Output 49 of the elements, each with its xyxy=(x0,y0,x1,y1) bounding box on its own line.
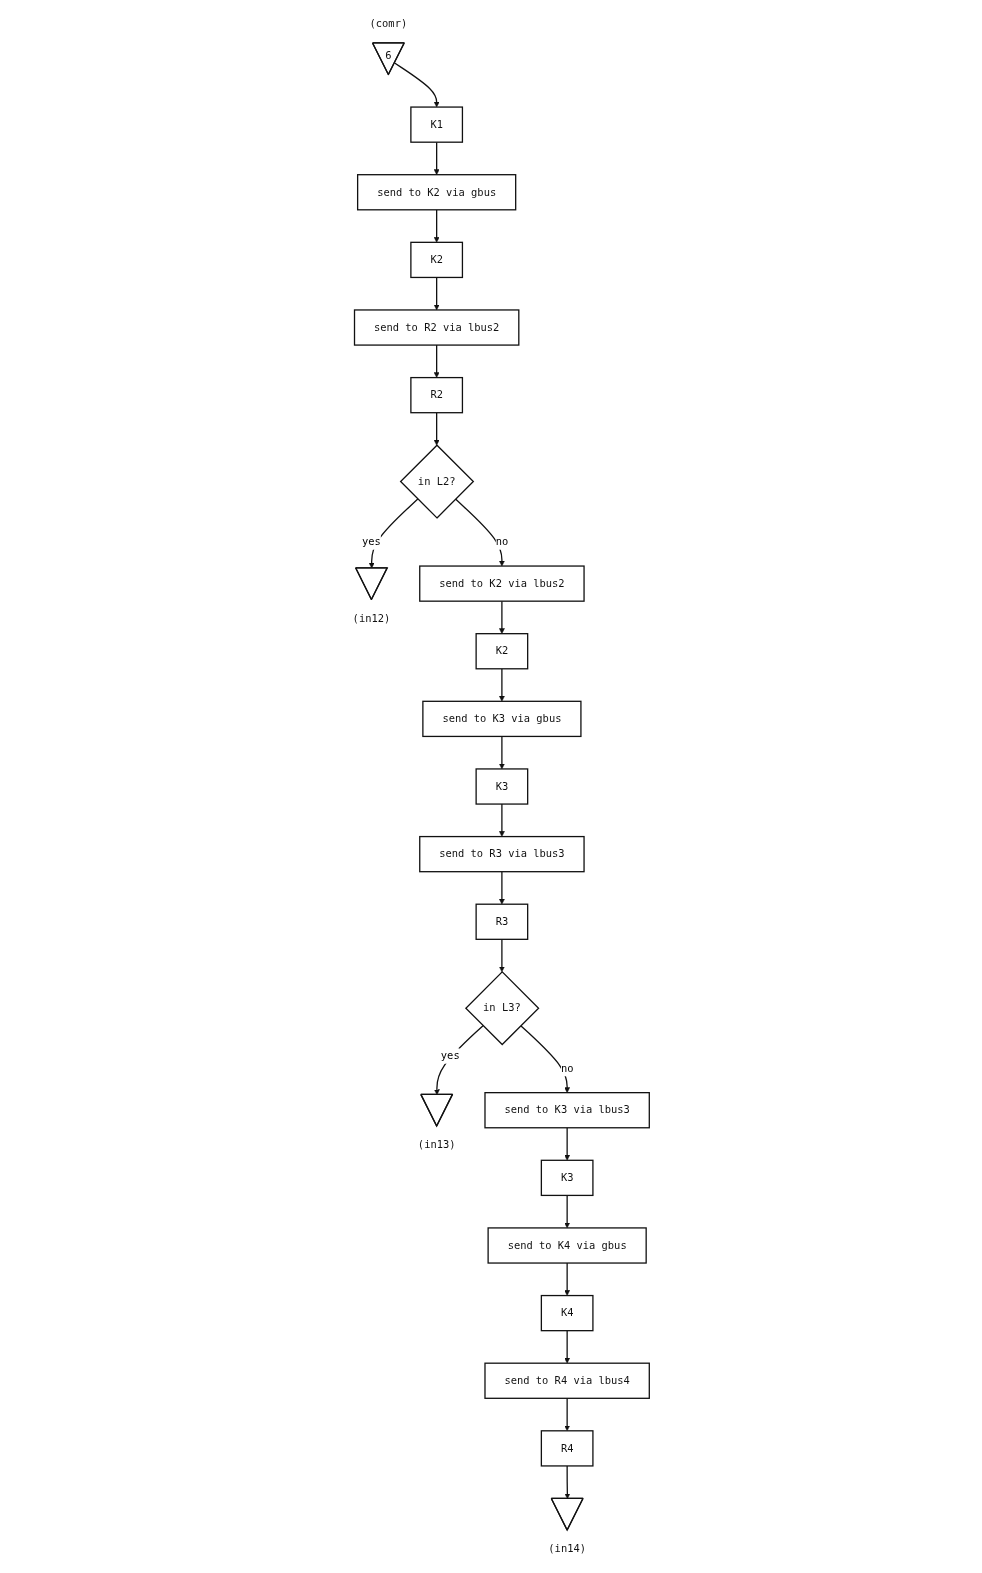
node-box: K2 xyxy=(410,241,463,279)
node-box: send to K4 via gbus xyxy=(487,1227,647,1264)
arrow xyxy=(564,1465,570,1500)
arrow xyxy=(433,276,440,311)
node-box: K2 xyxy=(475,633,529,670)
node-label: (in12) xyxy=(352,611,391,625)
node-box: send to R3 via lbus3 xyxy=(418,835,585,873)
node-box: K3 xyxy=(540,1159,594,1197)
edge-label: no xyxy=(560,1062,574,1075)
arrow xyxy=(498,938,505,973)
node-box: send to K3 via gbus xyxy=(422,700,582,738)
arrow xyxy=(433,344,440,378)
arrow xyxy=(564,1262,570,1296)
arrow xyxy=(433,141,440,175)
node-diamond: in L3? xyxy=(464,970,540,1046)
node-box: R2 xyxy=(410,376,463,414)
arrow xyxy=(433,1025,484,1095)
arrow xyxy=(454,498,505,567)
arrow xyxy=(564,1330,570,1364)
arrow xyxy=(564,1194,570,1229)
node-box: K1 xyxy=(410,106,463,143)
node-box: K3 xyxy=(475,768,529,805)
node-label: (in13) xyxy=(417,1138,456,1151)
arrow xyxy=(433,412,440,446)
node-box: send to K2 via lbus2 xyxy=(418,565,585,602)
node-box: K4 xyxy=(540,1294,594,1332)
arrow xyxy=(564,1397,570,1432)
edge-label: yes xyxy=(361,535,381,548)
arrow xyxy=(433,209,440,243)
node-box: send to K2 via gbus xyxy=(356,174,517,211)
arrow xyxy=(498,871,505,905)
arrow xyxy=(368,498,419,569)
edge-label: no xyxy=(495,535,508,548)
arrow xyxy=(498,600,505,634)
edge-label: yes xyxy=(440,1049,460,1062)
arrow xyxy=(519,1025,570,1093)
arrow xyxy=(498,735,505,770)
node-box: send to K3 via lbus3 xyxy=(484,1092,650,1129)
node-box: send to R4 via lbus4 xyxy=(484,1362,650,1399)
node-box: send to R2 via lbus2 xyxy=(353,309,520,346)
node-box: R3 xyxy=(475,903,529,940)
arrow xyxy=(498,668,505,702)
node-box: R4 xyxy=(540,1430,594,1467)
node-label: (in14) xyxy=(548,1542,586,1555)
arrow xyxy=(498,803,505,837)
arrow xyxy=(393,62,440,108)
node-label: (comr) xyxy=(369,17,407,30)
arrow xyxy=(564,1127,570,1161)
node-diamond: in L2? xyxy=(399,444,475,519)
